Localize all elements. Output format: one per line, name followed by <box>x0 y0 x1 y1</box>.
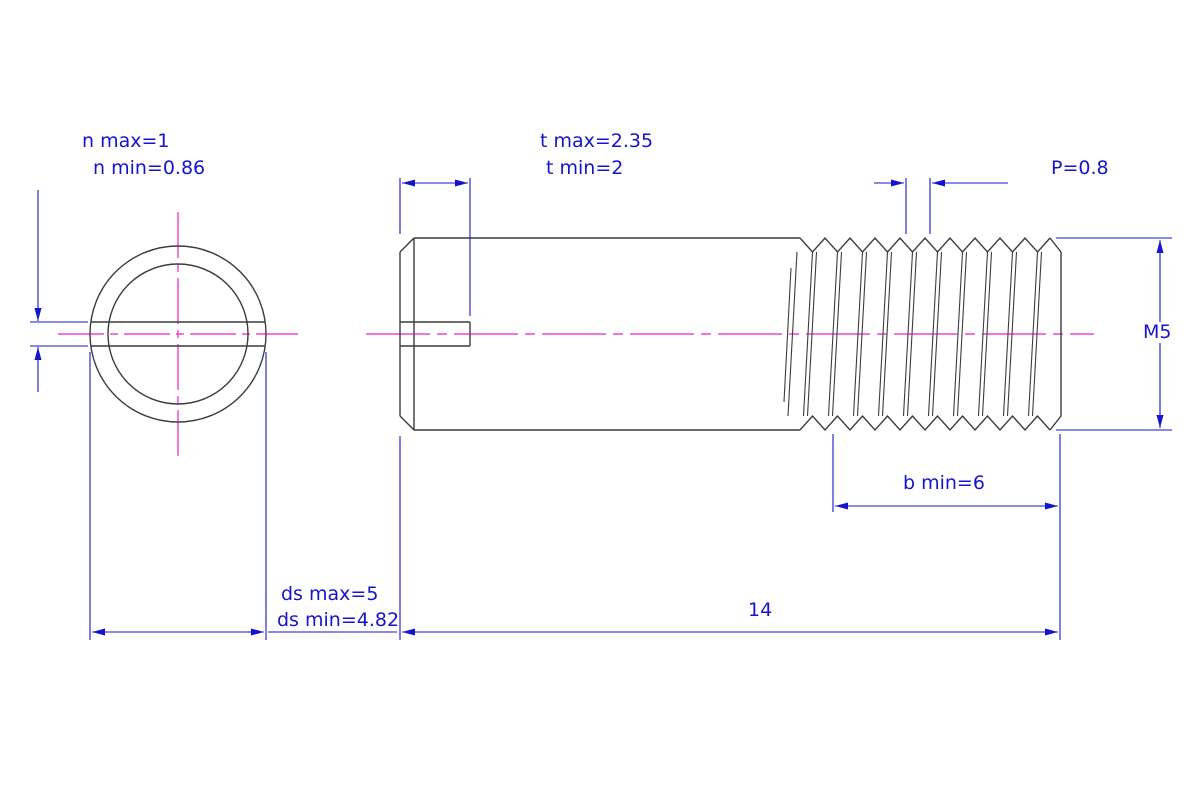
thread-profile-bottom <box>799 414 1051 432</box>
side-view <box>399 236 1062 432</box>
centerlines <box>58 212 1094 456</box>
right-chamfer-top <box>1049 237 1062 253</box>
label-slot-depth-min: t min=2 <box>546 157 624 179</box>
dimensions <box>30 178 1172 640</box>
right-chamfer-bottom <box>1049 415 1062 431</box>
label-thread-pitch: P=0.8 <box>1051 157 1109 179</box>
label-slot-width-min: n min=0.86 <box>93 157 206 179</box>
label-thread-designation: M5 <box>1140 322 1175 343</box>
thread-runout-line <box>787 251 798 417</box>
left-chamfer-top <box>399 237 415 253</box>
thread-profile-top <box>799 236 1051 254</box>
label-diameter-min: ds min=4.82 <box>277 609 400 631</box>
chamfer-circle <box>107 263 249 405</box>
label-thread-length-min: b min=6 <box>903 472 985 494</box>
label-overall-length: 14 <box>748 599 773 621</box>
outer-diameter-circle <box>89 245 267 423</box>
thread-runout-line <box>783 267 792 403</box>
left-chamfer-bottom <box>399 415 415 431</box>
label-slot-depth-max: t max=2.35 <box>540 130 654 152</box>
label-slot-width-max: n max=1 <box>82 130 170 152</box>
thread-flanks <box>802 251 1043 417</box>
end-view <box>89 245 267 423</box>
label-diameter-max: ds max=5 <box>281 583 379 605</box>
